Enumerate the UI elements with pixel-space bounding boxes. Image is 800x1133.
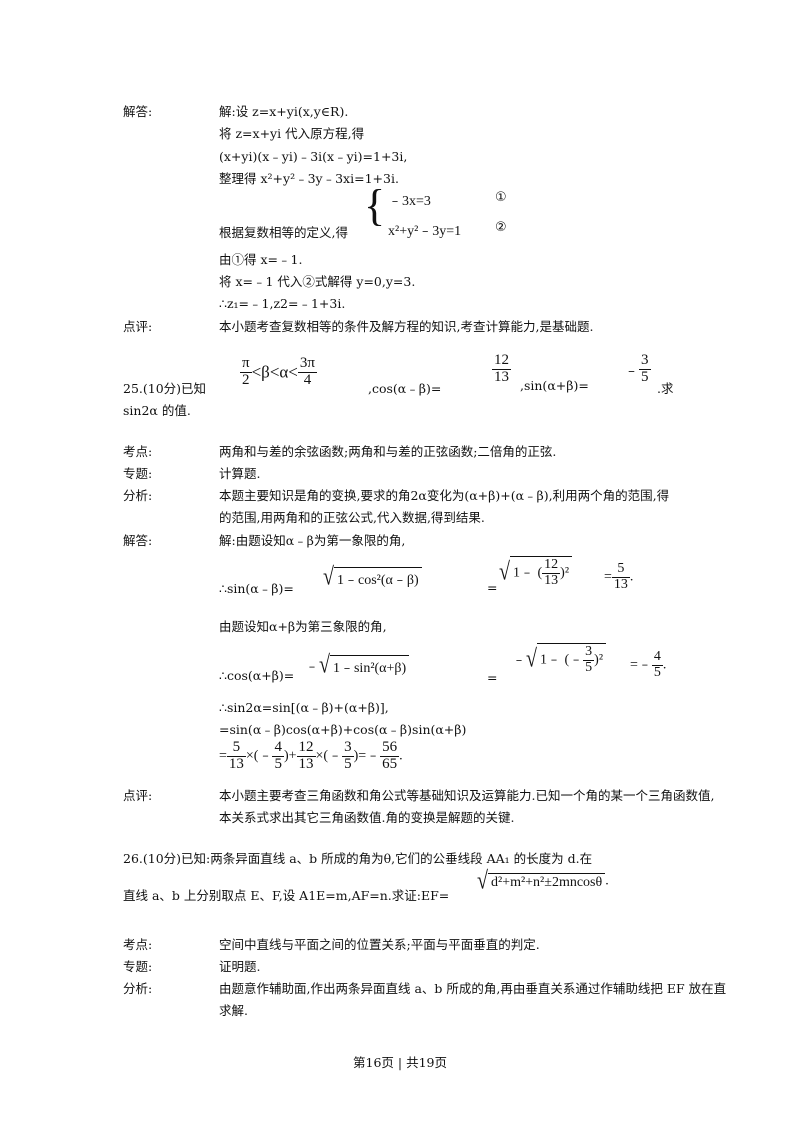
comment-text: 本关系式求出其它三角函数值.角的变换是解题的关键. (219, 810, 515, 825)
sqrt-expression: ﹣√1﹣sin²(α+β) (305, 651, 410, 679)
fenxi-label: 分析: (123, 981, 153, 996)
comment-label: 点评: (123, 319, 153, 334)
question-text: 直线 a、b 上分别取点 E、F,设 A1E=m,AF=n.求证:EF= (123, 888, 450, 903)
circled-two: ② (495, 220, 507, 235)
answer-line: 由①得 x=﹣1. (219, 252, 303, 267)
fenxi-text: 求解. (219, 1003, 248, 1018)
equation-2: x²+y²﹣3y=1 (388, 224, 462, 239)
answer-line: ∴cos(α+β)= (219, 668, 295, 683)
answer-label: 解答: (123, 533, 153, 548)
comment-text: 本小题考查复数相等的条件及解方程的知识,考查计算能力,是基础题. (219, 319, 594, 334)
zhuanti-text: 证明题. (219, 959, 261, 974)
question-text: sin2α 的值. (123, 403, 191, 418)
comment-label: 点评: (123, 788, 153, 803)
equation-1: ﹣3x=3 (388, 194, 431, 209)
question-text: .求 (657, 381, 674, 396)
question-text: ,sin(α+β)= (520, 378, 589, 393)
question-text: ,cos(α﹣β)= (368, 381, 442, 396)
answer-line: ∴sin2α=sin[(α﹣β)+(α+β)], (219, 700, 389, 715)
answer-line: 将 z=x+yi 代入原方程,得 (219, 126, 365, 141)
fenxi-text: 的范围,用两角和的正弦公式,代入数据,得到结果. (219, 510, 485, 525)
zhuanti-text: 计算题. (219, 466, 261, 481)
equals-sign: = (487, 670, 498, 685)
answer-line: 由题设知α+β为第三象限的角, (219, 619, 387, 634)
kaodian-text: 空间中直线与平面之间的位置关系;平面与平面垂直的判定. (219, 937, 540, 952)
answer-line: 解:设 z=x+yi(x,y∈R). (219, 104, 349, 119)
kaodian-text: 两角和与差的余弦函数;两角和与差的正弦函数;二倍角的正弦. (219, 444, 557, 459)
fenxi-text: 本题主要知识是角的变换,要求的角2α变化为(α+β)+(α﹣β),利用两个角的范… (219, 488, 670, 503)
answer-line: 将 x=﹣1 代入②式解得 y=0,y=3. (219, 274, 416, 289)
circled-one: ① (495, 190, 507, 205)
question-text: 26.(10分)已知:两条异面直线 a、b 所成的角为θ,它们的公垂线段 AA₁… (123, 851, 593, 866)
answer-line: 解:由题设知α﹣β为第一象限的角, (219, 533, 406, 548)
answer-line: ∴sin(α﹣β)= (219, 581, 294, 596)
comment-text: 本小题主要考查三角函数和角公式等基础知识及运算能力.已知一个角的某一个三角函数值… (219, 788, 715, 803)
kaodian-label: 考点: (123, 444, 153, 459)
kaodian-label: 考点: (123, 937, 153, 952)
answer-line: (x+yi)(x﹣yi)﹣3i(x﹣yi)=1+3i, (219, 149, 408, 164)
answer-line: 整理得 x²+y²﹣3y﹣3xi=1+3i. (219, 171, 399, 186)
zhuanti-label: 专题: (123, 466, 153, 481)
equation-system-brace: { (364, 181, 386, 230)
answer-line: =sin(α﹣β)cos(α+β)+cos(α﹣β)sin(α+β) (219, 722, 467, 737)
fenxi-text: 由题意作辅助面,作出两条异面直线 a、b 所成的角,再由垂直关系通过作辅助线把 … (219, 981, 727, 996)
sqrt-expression: √d²+m²+n²±2mncosθ. (477, 867, 609, 895)
answer-line: 根据复数相等的定义,得 (219, 225, 348, 240)
answer-label: 解答: (123, 104, 153, 119)
question-prefix: 25.(10分)已知 (123, 381, 207, 396)
zhuanti-label: 专题: (123, 959, 153, 974)
sqrt-expression: √1﹣cos²(α﹣β) (323, 563, 422, 591)
fenxi-label: 分析: (123, 488, 153, 503)
equals-sign: = (487, 580, 498, 595)
page-footer: 第16页 | 共19页 (353, 1055, 447, 1070)
answer-line: ∴z₁=﹣1,z2=﹣1+3i. (219, 296, 346, 311)
